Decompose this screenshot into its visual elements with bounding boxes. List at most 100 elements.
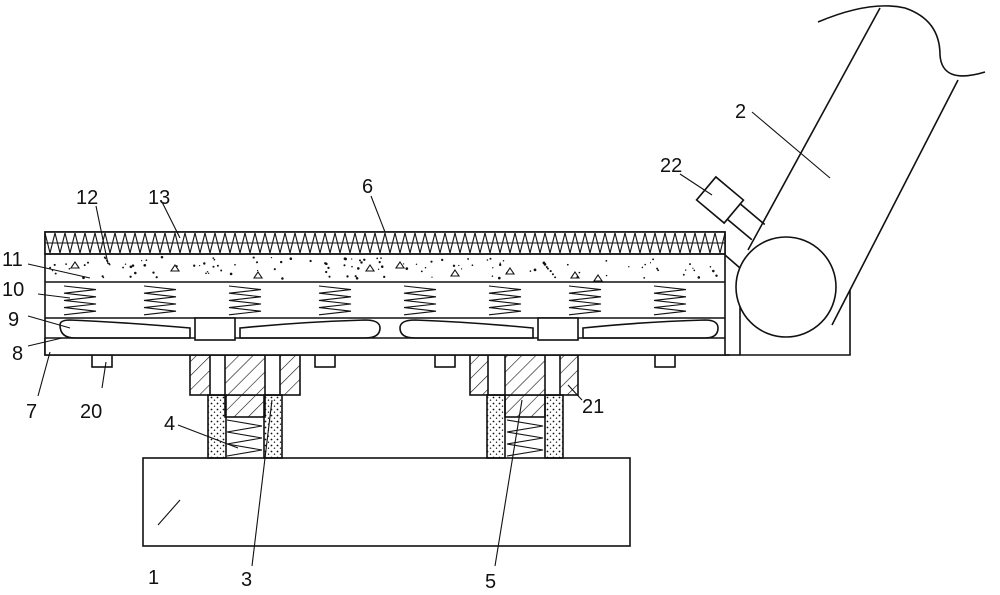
particle [54,272,57,275]
particle-grain [252,271,264,279]
particle [359,259,361,262]
particle [122,266,125,269]
particle [325,270,328,274]
particle [343,257,347,261]
particle-grain [504,267,516,275]
callout-10: 10 [2,279,24,301]
particle [546,267,549,270]
particle [289,257,293,261]
particle [420,270,423,273]
particle [343,264,346,267]
particle [213,258,216,261]
particle [628,266,630,268]
particle [682,273,685,276]
particle [605,274,608,277]
particle [492,267,494,269]
spring [488,285,522,316]
particle [709,266,712,268]
tilted-tube [735,5,986,338]
particle [108,262,111,265]
particle [458,264,460,267]
particle [124,263,127,265]
particle [328,275,331,278]
particle [684,269,687,271]
roller [735,236,837,338]
particle [452,264,456,268]
particle [356,267,360,270]
left-support-spring [226,419,263,457]
particle-grain [364,264,376,272]
particle [354,275,357,278]
particle [53,263,56,266]
callout-22: 22 [660,155,682,177]
particle [104,257,107,260]
particle [252,256,255,259]
particle [657,269,660,272]
spring [63,285,97,316]
callout-3: 3 [241,569,252,591]
particle [712,270,715,273]
nozzle [695,175,766,241]
particle-grain [169,264,181,272]
particle [109,264,111,266]
callout-5: 5 [485,571,496,593]
foot [434,354,456,368]
particle [193,264,196,267]
particle [309,259,312,263]
particle [256,269,259,272]
particle [87,261,89,264]
particle [405,267,409,270]
particle [605,260,608,262]
particle [697,276,701,279]
particle [489,257,492,260]
particle-grain [394,261,406,269]
particle [431,276,433,278]
particle [486,259,489,261]
callout-11: 11 [2,249,23,271]
callout-4: 4 [164,413,175,435]
leader-lines [27,111,831,567]
particle [152,271,155,274]
particle [134,271,137,275]
particle [355,276,359,280]
particle [145,259,148,262]
callout-12: 12 [76,187,98,209]
spring [653,285,687,316]
particle [155,276,158,279]
particle [380,257,382,259]
particle [376,257,379,260]
particle-grain [449,269,461,277]
spring [318,285,352,316]
particle [649,262,652,264]
particle [543,263,547,266]
particle-grain [569,271,581,279]
particle [641,266,644,269]
particle [551,273,554,276]
particle [229,272,233,276]
base-block [142,457,631,547]
particle [65,263,67,265]
particle [143,263,147,267]
particle [280,260,283,264]
particle [363,258,366,262]
particle [467,257,470,260]
callout-20: 20 [80,401,102,423]
particle [129,275,132,278]
particle [533,268,537,272]
callout-8: 8 [12,343,23,365]
particle [499,263,502,267]
particle [360,261,363,264]
particle [430,260,433,263]
particle [415,263,418,266]
particle [205,272,207,275]
particle [131,264,135,267]
particle [327,266,330,270]
particle [203,262,206,265]
particle [529,270,532,272]
particle [207,272,210,275]
callout-21: 21 [582,396,604,418]
particle [234,263,236,266]
particle [83,264,86,267]
particle [498,276,501,280]
